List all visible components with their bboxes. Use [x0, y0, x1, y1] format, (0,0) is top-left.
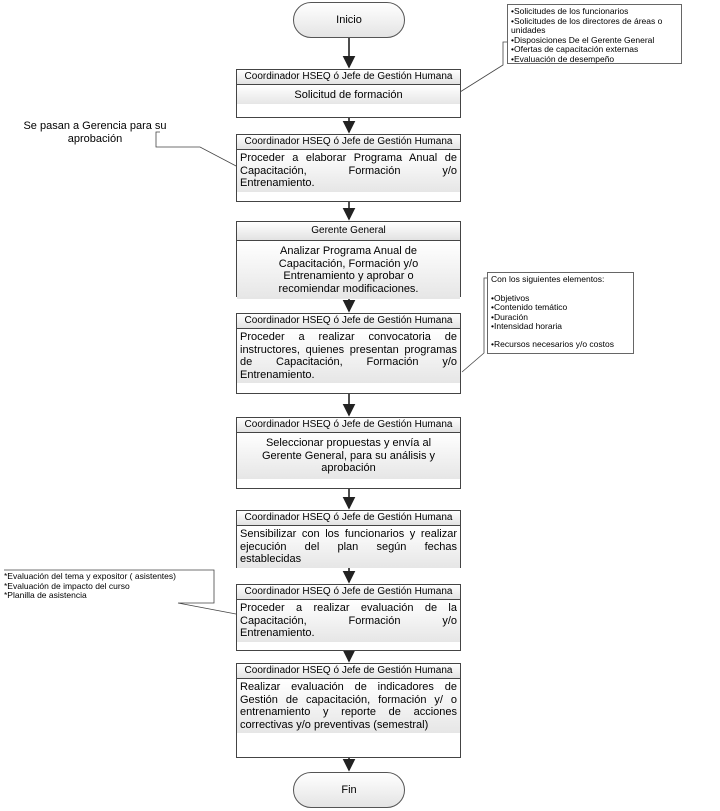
elements-item: •Recursos necesarios y/o costos [491, 338, 614, 349]
step-role: Coordinador HSEQ ó Jefe de Gestión Human… [237, 418, 460, 433]
note-connector [4, 569, 237, 615]
step-action: Sensibilizar con los funcionarios y real… [237, 526, 460, 568]
step-role: Coordinador HSEQ ó Jefe de Gestión Human… [237, 585, 460, 600]
step-role: Coordinador HSEQ ó Jefe de Gestión Human… [237, 664, 460, 679]
step-action: Solicitud de formación [237, 85, 460, 104]
evaluation-item: *Planilla de asistencia [4, 590, 87, 600]
process-step: Coordinador HSEQ ó Jefe de Gestión Human… [236, 313, 461, 394]
elements-item: •Intensidad horaria [491, 321, 563, 331]
sources-item: •Solicitudes de los funcionarios [511, 6, 629, 16]
step-action: Analizar Programa Anual de Capacitación,… [237, 241, 460, 299]
end-terminal: Fin [293, 772, 405, 808]
evaluation-note: *Evaluación del tema y expositor ( asist… [4, 571, 209, 601]
step-role: Gerente General [237, 222, 460, 241]
elements-item: •Objetivos [491, 292, 530, 303]
process-step: Coordinador HSEQ ó Jefe de Gestión Human… [236, 134, 461, 202]
sources-item: •Ofertas de capacitación externas [511, 44, 639, 54]
process-step: Coordinador HSEQ ó Jefe de Gestión Human… [236, 510, 461, 568]
step-action: Proceder a elaborar Programa Anual de Ca… [237, 150, 460, 192]
sources-note: •Solicitudes de los funcionarios •Solici… [507, 4, 682, 64]
process-step: Coordinador HSEQ ó Jefe de Gestión Human… [236, 584, 461, 651]
note-connector [461, 277, 487, 373]
process-step: Coordinador HSEQ ó Jefe de Gestión Human… [236, 663, 461, 758]
step-action: Proceder a realizar evaluación de la Cap… [237, 600, 460, 642]
elements-title: Con los siguientes elementos: [491, 274, 605, 284]
evaluation-item: *Evaluación de impacto del curso [4, 580, 130, 591]
step-role: Coordinador HSEQ ó Jefe de Gestión Human… [237, 511, 460, 526]
start-label: Inicio [336, 14, 362, 26]
step-action: Proceder a realizar convocatoria de inst… [237, 329, 460, 383]
step-action: Realizar evaluación de indicadores de Ge… [237, 679, 460, 733]
note-connector [155, 131, 239, 168]
end-label: Fin [341, 784, 357, 796]
sources-item: •Solicitudes de los directores de áreas … [511, 15, 663, 35]
step-role: Coordinador HSEQ ó Jefe de Gestión Human… [237, 135, 460, 150]
elements-item: •Contenido temático [491, 302, 568, 312]
approval-note: Se pasan a Gerencia para su aprobación [23, 120, 167, 145]
evaluation-item: *Evaluación del tema y expositor ( asist… [4, 571, 176, 581]
step-action: Seleccionar propuestas y envía al Gerent… [237, 433, 460, 479]
step-role: Coordinador HSEQ ó Jefe de Gestión Human… [237, 70, 460, 85]
step-role: Coordinador HSEQ ó Jefe de Gestión Human… [237, 314, 460, 329]
sources-item: •Disposiciones De el Gerente General [511, 34, 655, 45]
process-step: Coordinador HSEQ ó Jefe de Gestión Human… [236, 69, 461, 118]
start-terminal: Inicio [293, 2, 405, 38]
process-step: Coordinador HSEQ ó Jefe de Gestión Human… [236, 417, 461, 489]
elements-note: Con los siguientes elementos: •Objetivos… [487, 272, 634, 354]
process-step: Gerente General Analizar Programa Anual … [236, 221, 461, 299]
sources-item: •Evaluación de desempeño [511, 53, 615, 64]
note-connector [459, 41, 507, 93]
elements-item: •Duración [491, 311, 528, 322]
